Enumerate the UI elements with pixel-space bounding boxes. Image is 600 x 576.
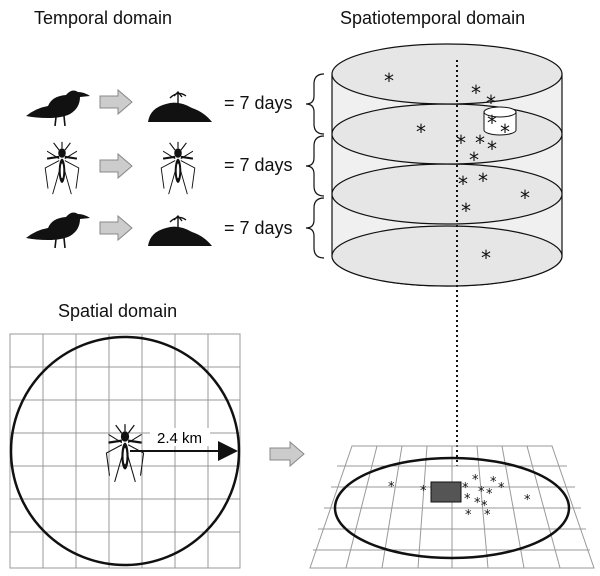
case-marker: * (462, 481, 469, 496)
spatiotemporal-cylinder (331, 43, 563, 466)
transition-arrow-icon (99, 88, 133, 116)
radius-label-bg (150, 428, 210, 446)
case-marker: * (484, 508, 491, 523)
case-marker: * (498, 481, 505, 496)
case-marker: * (384, 69, 394, 93)
crow-icon (25, 211, 91, 248)
brace (305, 135, 325, 197)
case-marker: * (388, 480, 395, 495)
case-marker: * (472, 473, 479, 488)
transition-arrow-icon (99, 152, 133, 180)
case-markers-cylinder: * * * * * * * * * * * * * * * (384, 69, 530, 270)
transition-arrow-icon (99, 214, 133, 242)
brace (305, 73, 325, 135)
spatial-domain-heading: Spatial domain (58, 301, 178, 321)
day-label-1: = 7 days (224, 93, 293, 113)
case-marker: * (500, 120, 510, 144)
temporal-domain-heading: Temporal domain (34, 8, 173, 28)
buffer-circle (9, 335, 241, 567)
day-label-3: = 7 days (224, 218, 293, 238)
case-marker: * (524, 493, 531, 508)
case-marker: * (456, 131, 466, 155)
case-marker: * (490, 475, 497, 490)
selected-cell (430, 481, 462, 503)
case-marker: * (487, 111, 497, 135)
case-markers-plane: * * * * * * * * * * * * * * (388, 473, 531, 523)
case-marker: * (478, 485, 485, 500)
case-marker: * (458, 172, 468, 196)
case-marker: * (481, 246, 491, 270)
case-marker: * (461, 199, 471, 223)
case-marker: * (486, 91, 496, 115)
case-marker: * (474, 496, 481, 511)
case-marker: * (475, 131, 485, 155)
case-marker: * (465, 508, 472, 523)
case-marker: * (481, 499, 488, 514)
case-marker: * (469, 148, 479, 172)
case-marker: * (416, 120, 426, 144)
case-marker: * (520, 186, 530, 210)
spatiotemporal-domain-heading: Spatiotemporal domain (340, 8, 526, 28)
brace (305, 197, 325, 259)
dead-crow-icon (147, 215, 213, 247)
case-marker: * (478, 169, 488, 193)
case-marker: * (420, 484, 427, 499)
mosquito-icon (160, 140, 196, 196)
case-marker: * (487, 137, 497, 161)
day-label-2: = 7 days (224, 155, 293, 175)
dead-crow-icon (147, 91, 213, 123)
case-marker: * (464, 492, 471, 507)
radius-label: 2.4 km (157, 430, 202, 447)
mosquito-icon (44, 140, 80, 196)
projected-buffer-circle (333, 456, 571, 560)
transition-arrow-icon (269, 440, 305, 468)
crow-icon (25, 89, 91, 126)
case-marker: * (486, 487, 493, 502)
case-marker: * (471, 81, 481, 105)
projection-plane (309, 445, 595, 569)
